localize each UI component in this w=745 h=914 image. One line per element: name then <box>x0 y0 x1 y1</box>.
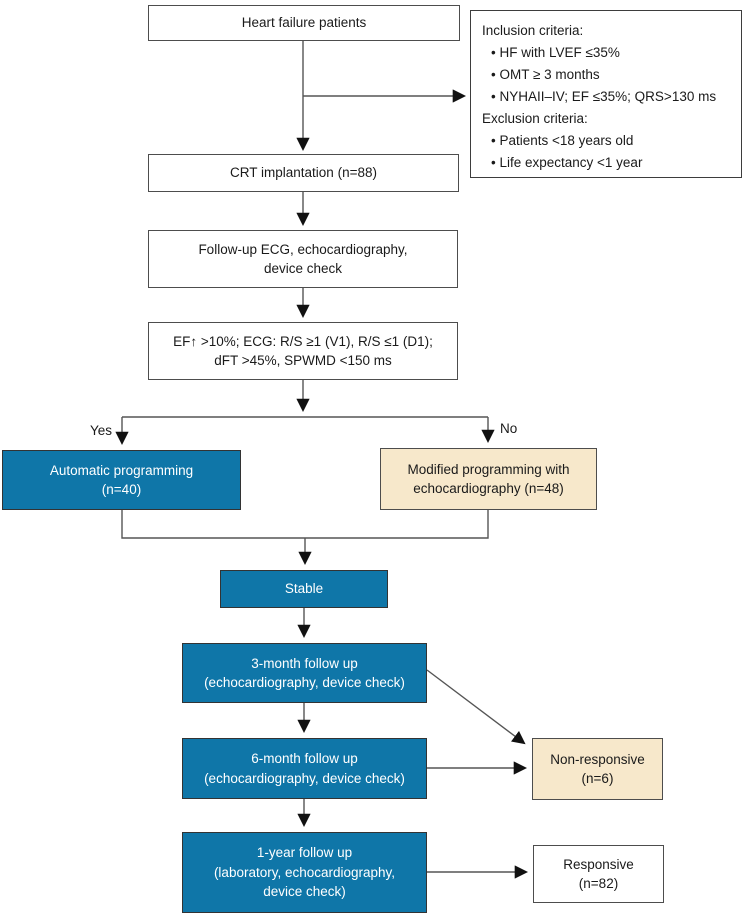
node-line: Automatic programming <box>49 462 194 478</box>
node-non-responsive: Non-responsive (n=6) <box>532 738 663 800</box>
node-stable: Stable <box>220 570 388 608</box>
criteria-item: • NYHAII–IV; EF ≤35%; QRS>130 ms <box>491 89 717 104</box>
node-line: Follow-up ECG, echocardiography, <box>198 241 408 257</box>
node-line: 3-month follow up <box>251 655 358 671</box>
node-line: Non-responsive <box>550 751 645 767</box>
node-heart-failure-patients: Heart failure patients <box>148 5 460 41</box>
node-label: CRT implantation (n=88) <box>230 165 377 181</box>
criteria-item: • OMT ≥ 3 months <box>491 67 600 82</box>
node-3-month-follow-up: 3-month follow up (echocardiography, dev… <box>182 643 427 703</box>
node-line: 6-month follow up <box>251 751 358 766</box>
node-line: (n=40) <box>101 482 142 497</box>
node-line: echocardiography (n=48) <box>413 481 564 496</box>
node-line: dFT >45%, SPWMD <150 ms <box>214 353 392 368</box>
node-label: Heart failure patients <box>241 15 367 31</box>
node-6-month-follow-up: 6-month follow up (echocardiography, dev… <box>182 738 427 799</box>
edge-label-no: No <box>500 421 518 436</box>
criteria-item: • Life expectancy <1 year <box>491 155 643 170</box>
node-line: Modified programming with <box>407 461 570 477</box>
criteria-heading-inclusion: Inclusion criteria: <box>482 23 584 38</box>
node-line: device check <box>263 261 343 276</box>
node-ef-ecg-criteria: EF↑ >10%; ECG: R/S ≥1 (V1), R/S ≤1 (D1);… <box>148 322 458 380</box>
node-responsive: Responsive (n=82) <box>533 845 664 903</box>
node-crt-implantation: CRT implantation (n=88) <box>148 154 459 192</box>
node-label: Stable <box>284 581 324 597</box>
node-line: Responsive <box>563 856 634 872</box>
node-automatic-programming: Automatic programming (n=40) <box>2 450 241 510</box>
node-line: (n=82) <box>578 876 619 891</box>
node-line: (laboratory, echocardiography, <box>213 864 396 880</box>
node-line: device check) <box>263 884 346 900</box>
node-inclusion-exclusion-criteria: Inclusion criteria: • HF with LVEF ≤35% … <box>470 10 742 178</box>
criteria-item: • Patients <18 years old <box>491 133 634 148</box>
node-line: (echocardiography, device check) <box>204 770 405 786</box>
node-line: (n=6) <box>581 771 614 786</box>
node-line: (echocardiography, device check) <box>204 675 405 690</box>
node-followup-ecg-echo-device-check: Follow-up ECG, echocardiography, device … <box>148 230 458 288</box>
edge-label-yes: Yes <box>89 423 112 438</box>
node-line: EF↑ >10%; ECG: R/S ≥1 (V1), R/S ≤1 (D1); <box>173 333 433 349</box>
node-line: 1-year follow up <box>256 845 353 861</box>
criteria-heading-exclusion: Exclusion criteria: <box>482 111 588 126</box>
node-modified-programming: Modified programming with echocardiograp… <box>380 448 597 510</box>
node-1-year-follow-up: 1-year follow up (laboratory, echocardio… <box>182 832 427 913</box>
criteria-item: • HF with LVEF ≤35% <box>491 45 620 60</box>
